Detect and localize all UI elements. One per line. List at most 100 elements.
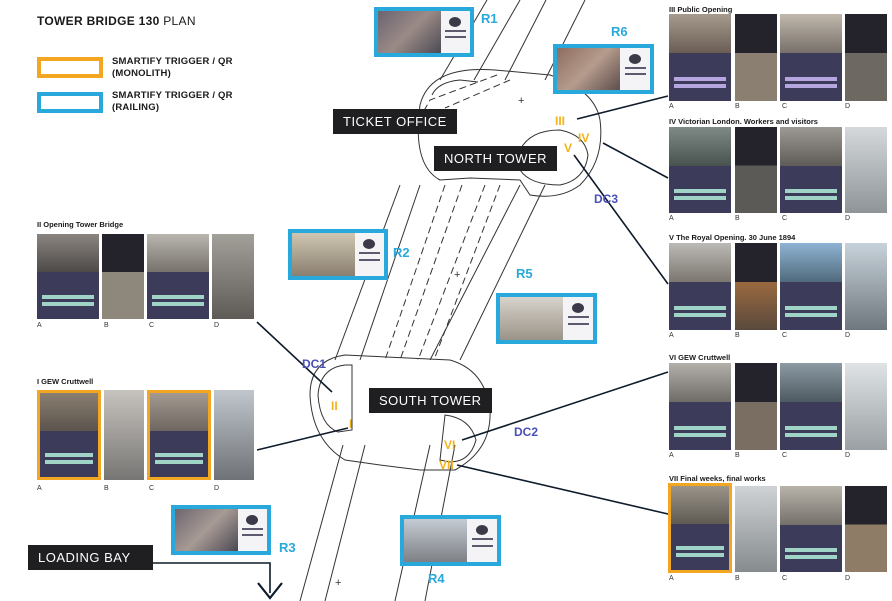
marker-ii: II (331, 399, 338, 413)
letter-c: C (149, 485, 155, 492)
group-ii-card-a[interactable] (37, 234, 99, 319)
legend-monolith-label: SMARTIFY TRIGGER / QR (MONOLITH) (112, 56, 233, 80)
letter-b: B (735, 103, 740, 110)
group-iv-title: IV Victorian London. Workers and visitor… (669, 117, 818, 126)
legend-railing-line2: (RAILING) (112, 102, 160, 113)
railing-card-r4[interactable] (400, 515, 501, 566)
plus-mark: + (454, 269, 461, 281)
railing-label-r6: R6 (611, 24, 628, 39)
plan-title-light: PLAN (163, 14, 196, 28)
group-ii-card-c[interactable] (147, 234, 209, 319)
letter-b: B (735, 575, 740, 582)
railing-card-panel (563, 297, 593, 340)
ticket-office-label: TICKET OFFICE (333, 109, 457, 134)
legend-railing-line1: SMARTIFY TRIGGER / QR (112, 90, 233, 101)
dc1-label: DC1 (302, 357, 327, 371)
group-iv-card-b[interactable] (735, 127, 777, 213)
legend-railing-label: SMARTIFY TRIGGER / QR (RAILING) (112, 90, 233, 114)
group-iii-title: III Public Opening (669, 5, 733, 14)
group-iii-card-b[interactable] (735, 14, 777, 101)
group-vii-title: VII Final weeks, final works (669, 474, 766, 483)
legend-railing-swatch (37, 92, 103, 113)
railing-card-r2[interactable] (288, 229, 388, 280)
north-tower-outline (417, 68, 602, 197)
letter-d: D (845, 452, 851, 459)
group-ii-card-d[interactable] (212, 234, 254, 319)
group-v-card-c[interactable] (780, 243, 842, 330)
group-i-card-b[interactable] (104, 390, 144, 480)
group-iii-card-d[interactable] (845, 14, 887, 101)
group-i-title: I GEW Cruttwell (37, 377, 94, 386)
letter-c: C (782, 215, 788, 222)
letter-a: A (669, 332, 674, 339)
group-i-card-c[interactable] (147, 390, 211, 480)
railing-card-panel (620, 48, 650, 90)
railing-card-r5[interactable] (496, 293, 597, 344)
letter-d: D (845, 215, 851, 222)
group-vi-card-d[interactable] (845, 363, 887, 450)
group-vi-card-b[interactable] (735, 363, 777, 450)
group-iv-card-d[interactable] (845, 127, 887, 213)
letter-a: A (37, 485, 42, 492)
group-vii-card-b[interactable] (735, 486, 777, 572)
letter-d: D (214, 322, 220, 329)
legend-monolith-line2: (MONOLITH) (112, 68, 171, 79)
railing-label-r5: R5 (516, 266, 533, 281)
group-iv-card-a[interactable] (669, 127, 731, 213)
letter-b: B (735, 452, 740, 459)
plan-title: TOWER BRIDGE 130 PLAN (37, 14, 196, 28)
marker-iii: III (555, 114, 566, 128)
railing-card-photo (404, 519, 468, 562)
letter-d: D (845, 332, 851, 339)
railing-card-r6[interactable] (553, 44, 654, 94)
letter-d: D (845, 575, 851, 582)
letter-c: C (782, 452, 788, 459)
group-v-card-b[interactable] (735, 243, 777, 330)
railing-card-photo (500, 297, 564, 340)
group-ii-card-b[interactable] (102, 234, 144, 319)
letter-a: A (669, 575, 674, 582)
group-ii-title: II Opening Tower Bridge (37, 220, 124, 229)
dc3-label: DC3 (594, 192, 619, 206)
group-vii-card-c[interactable] (780, 486, 842, 572)
marker-v: V (564, 141, 573, 155)
letter-c: C (782, 332, 788, 339)
marker-i: I (349, 417, 353, 431)
railing-card-photo (557, 48, 621, 90)
railing-label-r4: R4 (428, 571, 445, 586)
railing-card-panel (237, 509, 267, 551)
group-i-card-d[interactable] (214, 390, 254, 480)
group-iv-card-c[interactable] (780, 127, 842, 213)
loading-bay-label: LOADING BAY (28, 545, 153, 570)
group-v-card-a[interactable] (669, 243, 731, 330)
railing-card-photo (292, 233, 355, 276)
group-vi-card-c[interactable] (780, 363, 842, 450)
marker-iv: IV (578, 131, 590, 145)
railing-card-r1[interactable] (374, 7, 474, 57)
north-tower-label: NORTH TOWER (434, 146, 558, 171)
group-vi-card-a[interactable] (669, 363, 731, 450)
group-vi-title: VI GEW Cruttwell (669, 353, 731, 362)
group-i-card-a[interactable] (37, 390, 101, 480)
dc2-label: DC2 (514, 425, 539, 439)
letter-c: C (149, 322, 155, 329)
railing-label-r3: R3 (279, 540, 296, 555)
plus-mark: + (518, 95, 525, 107)
group-vii-card-a[interactable] (668, 483, 732, 573)
group-iii-card-a[interactable] (669, 14, 731, 101)
railing-card-photo (378, 11, 441, 53)
railing-card-r3[interactable] (171, 505, 271, 555)
railing-card-panel (440, 11, 470, 53)
legend-monolith-line1: SMARTIFY TRIGGER / QR (112, 56, 233, 67)
letter-c: C (782, 103, 788, 110)
group-iii-card-c[interactable] (780, 14, 842, 101)
railing-label-r1: R1 (481, 11, 498, 26)
letter-d: D (214, 485, 220, 492)
letter-b: B (735, 215, 740, 222)
plan-title-bold: TOWER BRIDGE 130 (37, 14, 160, 28)
group-v-card-d[interactable] (845, 243, 887, 330)
railing-card-photo (175, 509, 238, 551)
south-tower-label: SOUTH TOWER (369, 388, 492, 413)
group-vii-card-d[interactable] (845, 486, 887, 572)
